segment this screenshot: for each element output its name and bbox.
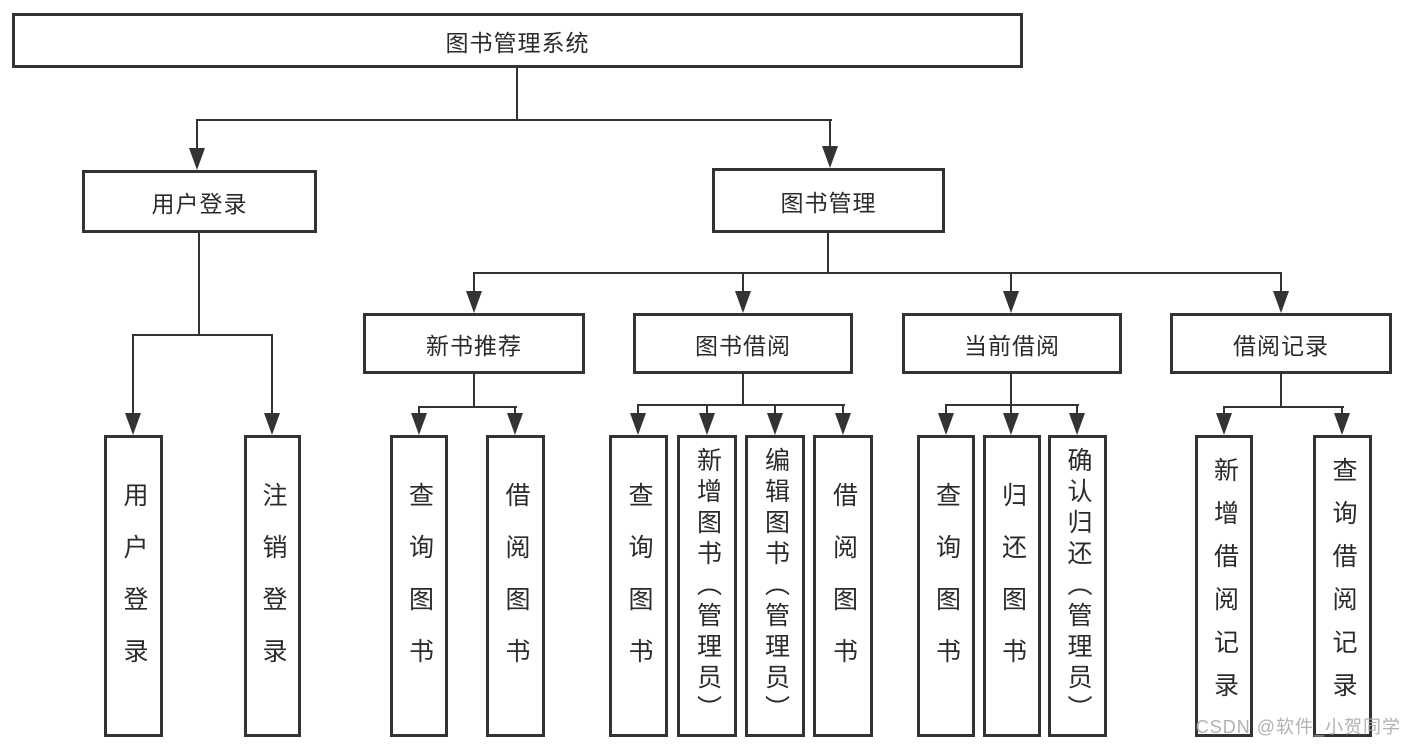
leaf-borrow-query-books-label: 查询图书 [625, 482, 653, 690]
node-book-management: 图书管理 [712, 168, 945, 233]
connector-line [1010, 374, 1012, 406]
leaf-borrow-books-label: 借阅图书 [829, 482, 858, 690]
connector-line [742, 374, 744, 406]
connector-line [706, 404, 708, 415]
arrowhead-down-icon [125, 413, 141, 435]
arrowhead-down-icon [264, 413, 280, 435]
leaf-return-books: 归还图书 [983, 435, 1041, 737]
connector-line [132, 334, 273, 336]
connector-line [1280, 272, 1282, 293]
leaf-borrow-query-books: 查询图书 [609, 435, 668, 737]
connector-line [945, 404, 1079, 406]
arrowhead-down-icon [835, 413, 851, 435]
node-user-login-label: 用户登录 [151, 190, 248, 217]
connector-line [514, 406, 516, 415]
leaf-add-books-admin: 新增图书（管理员） [677, 435, 737, 737]
connector-line [418, 406, 517, 408]
node-book-management-label: 图书管理 [780, 189, 877, 216]
connector-line [1010, 404, 1012, 415]
connector-line [196, 119, 832, 121]
leaf-add-books-admin-label: 新增图书（管理员） [693, 446, 722, 726]
leaf-return-books-label: 归还图书 [998, 482, 1027, 690]
leaf-confirm-return-admin-label: 确认归还（管理员） [1064, 446, 1092, 726]
node-borrow-records: 借阅记录 [1170, 313, 1392, 374]
leaf-logout-label: 注销登录 [259, 482, 287, 690]
arrowhead-down-icon [189, 148, 205, 170]
leaf-edit-books-admin: 编辑图书（管理员） [745, 435, 805, 737]
leaf-edit-books-admin-label: 编辑图书（管理员） [761, 446, 790, 726]
arrowhead-down-icon [630, 413, 646, 435]
connector-line [418, 406, 420, 415]
leaf-recommend-borrow-books: 借阅图书 [486, 435, 545, 737]
node-current-borrow: 当前借阅 [902, 313, 1122, 374]
arrowhead-down-icon [466, 291, 482, 313]
connector-line [1341, 406, 1343, 415]
connector-line [473, 272, 1282, 274]
arrowhead-down-icon [1273, 291, 1289, 313]
connector-line [196, 119, 198, 151]
connector-line [945, 404, 947, 415]
connector-line [637, 404, 845, 406]
leaf-user-login-label: 用户登录 [120, 482, 148, 690]
leaf-recommend-borrow-books-label: 借阅图书 [502, 482, 530, 690]
node-book-borrow: 图书借阅 [633, 313, 853, 374]
leaf-query-borrow-record: 查询借阅记录 [1313, 435, 1372, 737]
leaf-user-login: 用户登录 [104, 435, 163, 737]
arrowhead-down-icon [1069, 413, 1085, 435]
connector-line [271, 334, 273, 415]
connector-line [829, 119, 831, 149]
connector-line [742, 272, 744, 293]
connector-line [516, 68, 518, 121]
connector-line [473, 272, 475, 293]
connector-line [1280, 374, 1282, 408]
arrowhead-down-icon [1003, 291, 1019, 313]
connector-line [842, 404, 844, 415]
connector-line [1223, 406, 1225, 415]
connector-line [132, 334, 134, 415]
leaf-current-query-books-label: 查询图书 [932, 482, 961, 690]
connector-line [774, 404, 776, 415]
arrowhead-down-icon [822, 146, 838, 168]
connector-line [1010, 272, 1012, 293]
node-root: 图书管理系统 [12, 13, 1023, 68]
node-current-borrow-label: 当前借阅 [964, 332, 1060, 359]
csdn-watermark: CSDN @软件_小贺同学 [1195, 717, 1401, 737]
connector-line [827, 233, 829, 274]
node-borrow-records-label: 借阅记录 [1233, 332, 1329, 359]
connector-line [637, 404, 639, 415]
leaf-current-query-books: 查询图书 [917, 435, 975, 737]
arrowhead-down-icon [699, 413, 715, 435]
connector-line [1223, 406, 1344, 408]
connector-line [473, 374, 475, 408]
arrowhead-down-icon [507, 413, 523, 435]
leaf-add-borrow-record-label: 新增借阅记录 [1210, 457, 1239, 715]
connector-line [1076, 404, 1078, 415]
arrowhead-down-icon [938, 413, 954, 435]
node-user-login: 用户登录 [82, 170, 317, 233]
node-book-borrow-label: 图书借阅 [695, 332, 791, 359]
arrowhead-down-icon [767, 413, 783, 435]
leaf-recommend-query-books: 查询图书 [390, 435, 448, 737]
leaf-add-borrow-record: 新增借阅记录 [1195, 435, 1253, 737]
arrowhead-down-icon [1216, 413, 1232, 435]
arrowhead-down-icon [1003, 413, 1019, 435]
leaf-confirm-return-admin: 确认归还（管理员） [1048, 435, 1107, 737]
leaf-borrow-books: 借阅图书 [813, 435, 873, 737]
node-new-book-recommend: 新书推荐 [363, 313, 585, 374]
connector-line [198, 233, 200, 336]
node-root-label: 图书管理系统 [445, 29, 590, 56]
node-new-book-recommend-label: 新书推荐 [426, 332, 522, 359]
leaf-query-borrow-record-label: 查询借阅记录 [1329, 457, 1357, 715]
arrowhead-down-icon [411, 413, 427, 435]
leaf-recommend-query-books-label: 查询图书 [405, 482, 434, 690]
arrowhead-down-icon [735, 291, 751, 313]
leaf-logout: 注销登录 [244, 435, 301, 737]
arrowhead-down-icon [1334, 413, 1350, 435]
